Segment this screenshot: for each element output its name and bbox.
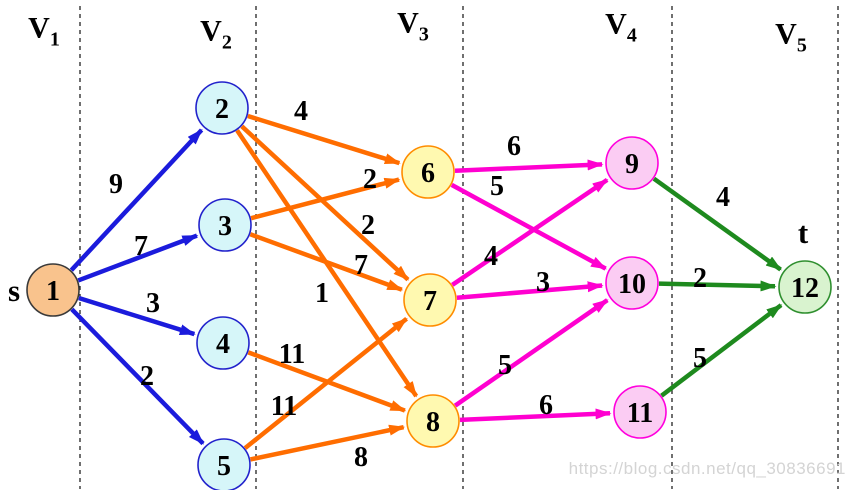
edge-weight-8-10: 5 [498, 350, 512, 381]
edge-6-10 [450, 182, 607, 271]
node-2: 2 [195, 81, 249, 135]
edge-10-12 [658, 280, 777, 292]
node-circle-1 [26, 263, 80, 317]
node-label-11: 11 [627, 398, 653, 429]
node-label-10: 10 [618, 269, 646, 300]
edge-weight-2-7: 2 [361, 210, 375, 241]
edge-8-10 [453, 298, 609, 408]
node-label-7: 7 [423, 286, 437, 317]
node-label-1: 1 [46, 276, 60, 307]
node-label-12: 12 [791, 273, 819, 304]
edge-1-5 [70, 307, 205, 446]
edge-8-11 [459, 408, 612, 423]
edge-weight-3-6: 2 [363, 164, 377, 195]
node-7: 7 [403, 273, 457, 327]
node-circle-5 [197, 438, 251, 490]
stage-label-V1: V1 [28, 12, 60, 51]
edge-weight-1-3: 7 [134, 231, 148, 262]
node-label-5: 5 [217, 451, 231, 482]
node-label-2: 2 [215, 94, 229, 125]
stage-label-V5: V5 [775, 18, 807, 57]
node-circle-4 [196, 316, 250, 370]
endpoint-label-t: t [798, 215, 809, 250]
node-6: 6 [401, 145, 455, 199]
node-circle-2 [195, 81, 249, 135]
edge-2-6 [247, 113, 401, 166]
edge-weight-5-8: 8 [354, 442, 368, 473]
node-circle-6 [401, 145, 455, 199]
node-circle-8 [406, 394, 460, 448]
node-3: 3 [198, 198, 252, 252]
edge-weight-7-9: 4 [484, 241, 498, 272]
edge-weight-7-10: 3 [536, 267, 550, 298]
watermark-text: https://blog.csdn.net/qq_30836691 [568, 459, 846, 478]
edge-11-12 [660, 303, 783, 398]
edge-1-2 [69, 128, 204, 272]
edge-7-10 [456, 281, 604, 300]
edge-2-7 [240, 124, 410, 282]
edge-5-8 [249, 424, 406, 462]
node-1: 1 [26, 263, 80, 317]
stage-label-V4: V4 [605, 8, 637, 47]
edge-weight-3-7: 7 [354, 250, 368, 281]
node-12: 12 [778, 260, 832, 314]
node-label-3: 3 [218, 211, 232, 242]
edge-weight-1-2: 9 [109, 169, 123, 200]
edge-7-9 [451, 177, 609, 287]
node-10: 10 [605, 256, 659, 310]
edge-weight-1-5: 2 [140, 361, 154, 392]
edge-weight-6-10: 5 [490, 171, 504, 202]
node-label-6: 6 [421, 158, 435, 189]
node-circle-9 [605, 136, 659, 190]
edge-6-9 [454, 159, 604, 174]
node-circle-11 [613, 385, 667, 439]
edge-9-12 [652, 176, 782, 272]
endpoint-label-s: s [8, 273, 20, 308]
edge-weight-4-8: 11 [279, 339, 305, 370]
edge-weight-2-8: 1 [315, 278, 329, 309]
node-label-9: 9 [625, 149, 639, 180]
node-8: 8 [406, 394, 460, 448]
edge-1-3 [77, 233, 199, 283]
node-5: 5 [197, 438, 251, 490]
edge-weight-11-12: 5 [693, 343, 707, 374]
node-4: 4 [196, 316, 250, 370]
edge-weight-8-11: 6 [539, 390, 553, 421]
node-label-8: 8 [426, 407, 440, 438]
node-circle-3 [198, 198, 252, 252]
edge-weight-5-7: 11 [271, 391, 297, 422]
edge-weight-6-9: 6 [507, 131, 521, 162]
node-circle-7 [403, 273, 457, 327]
edge-weight-10-12: 2 [693, 263, 707, 294]
node-11: 11 [613, 385, 667, 439]
node-circle-12 [778, 260, 832, 314]
edge-1-4 [78, 295, 196, 337]
node-circle-10 [605, 256, 659, 310]
node-label-4: 4 [216, 329, 230, 360]
edge-3-6 [250, 177, 401, 221]
stage-label-V2: V2 [200, 15, 232, 54]
edge-weight-1-4: 3 [146, 288, 160, 319]
edge-weight-2-6: 4 [294, 96, 308, 127]
edge-2-8 [235, 129, 419, 398]
edge-5-7 [243, 316, 408, 450]
node-9: 9 [605, 136, 659, 190]
stage-label-V3: V3 [397, 7, 429, 46]
edge-weight-9-12: 4 [716, 182, 730, 213]
